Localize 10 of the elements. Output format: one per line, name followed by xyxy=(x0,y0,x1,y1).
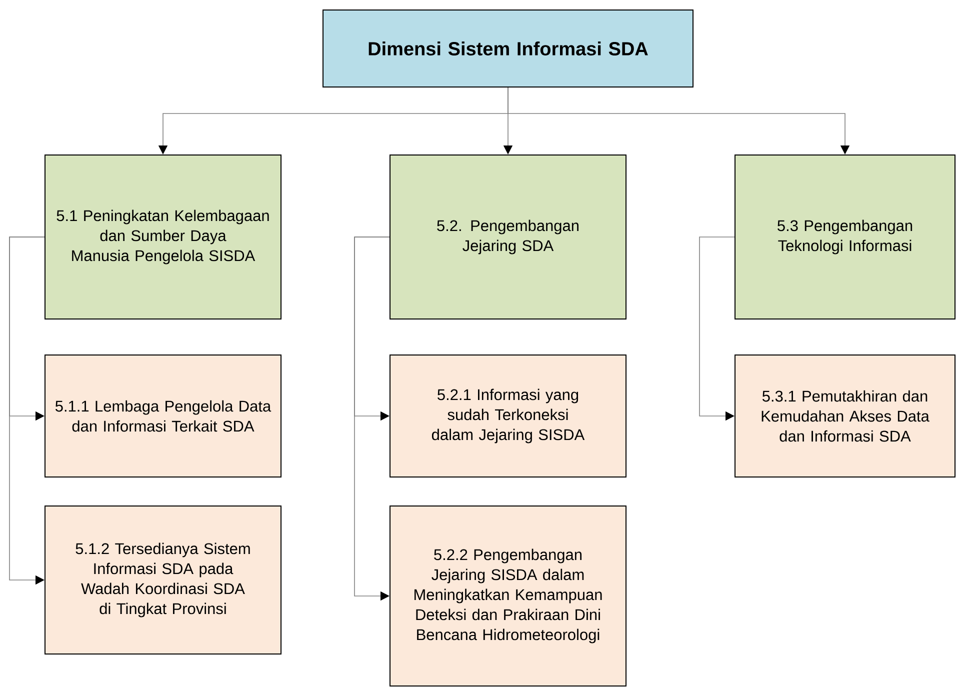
item-box: 5.1.1 Lembaga Pengelola Data dan Informasi Terkait SDA xyxy=(44,354,282,478)
category-box: 5.1 Peningkatan Kelembagaan dan Sumber Daya Manusia Pengelola SISDA xyxy=(44,154,282,320)
item-box: 5.2.1 Informasi yang sudah Terkoneksi dalam Jejaring SISDA xyxy=(390,354,626,478)
item-box: 5.1.2 Tersedianya Sistem Informasi SDA pada Wadah Koordinasi SDA di Tingkat Provinsi xyxy=(44,506,282,654)
item-box: 5.2.2 Pengembangan Jejaring SISDA dalam Meningkatkan Kemampuan Deteksi dan Prakiraan Dini Bencana Hidrometeorologi xyxy=(390,506,626,686)
arrow xyxy=(508,87,850,154)
title-box: Dimensi Sistem Informasi SDA xyxy=(322,10,694,88)
item-box: 5.3.1 Pemutakhiran dan Kemudahan Akses Data dan Informasi SDA xyxy=(734,354,956,478)
category-box: 5.3 Pengembangan Teknologi Informasi xyxy=(734,154,956,320)
category-box: 5.2. Pengembangan Jejaring SDA xyxy=(390,154,626,320)
